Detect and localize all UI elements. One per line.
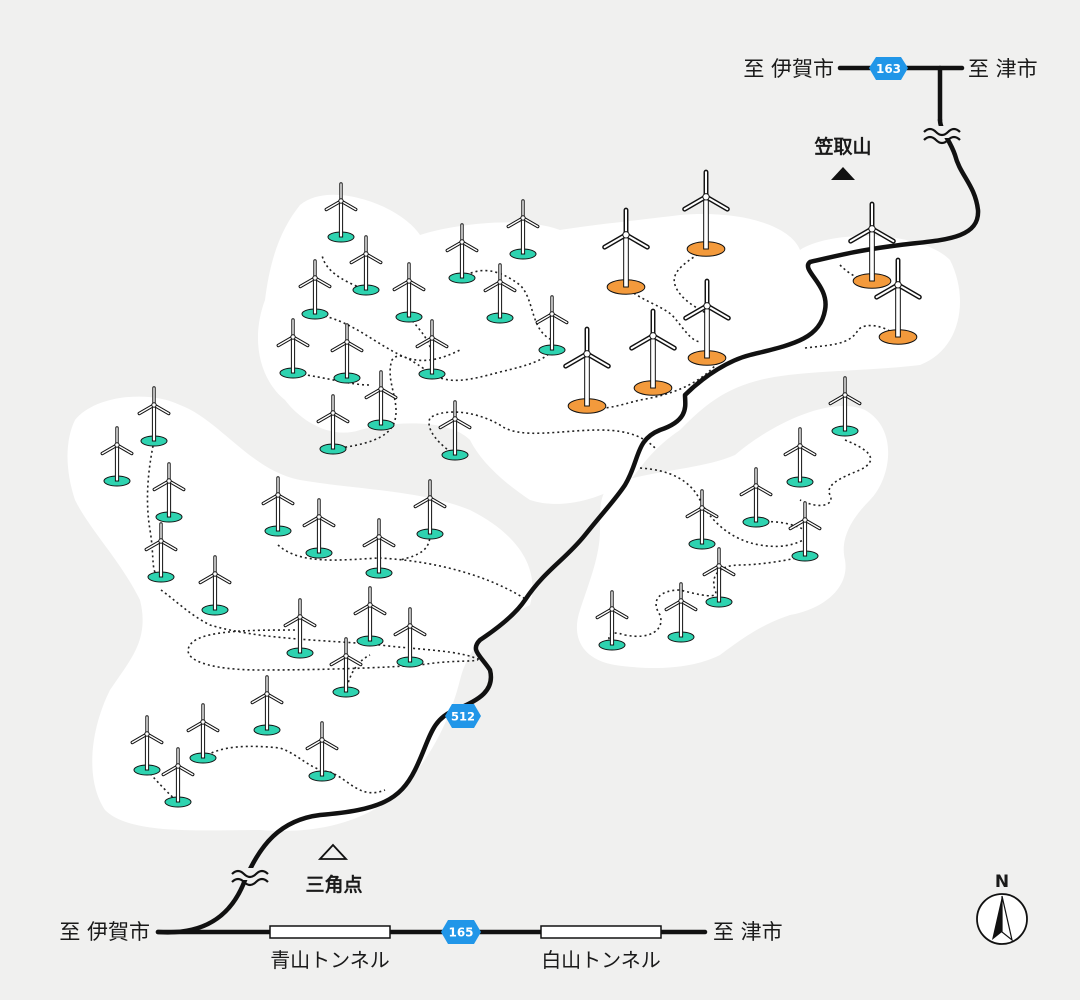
mountain-label: 笠取山 bbox=[813, 135, 871, 158]
route-shield-163: 163 bbox=[869, 57, 908, 80]
wind-turbine-icon bbox=[535, 295, 569, 356]
wind-turbine-icon bbox=[144, 522, 178, 583]
wind-turbine-icon bbox=[305, 721, 339, 782]
large-wind-turbine-icon bbox=[874, 257, 922, 345]
access-path bbox=[146, 440, 162, 578]
access-path bbox=[277, 544, 528, 601]
wind-turbine-icon bbox=[161, 747, 195, 808]
outline-triangle-icon bbox=[317, 843, 349, 860]
large-wind-turbine-icon bbox=[602, 207, 650, 295]
road-break-icon bbox=[231, 868, 270, 887]
wind-turbine-icon bbox=[664, 582, 698, 643]
access-path bbox=[160, 589, 481, 661]
wind-turbine-icon bbox=[329, 637, 363, 698]
wind-turbine-icon bbox=[393, 607, 427, 668]
wind-turbine-icon bbox=[788, 501, 822, 562]
wind-turbine-icon bbox=[324, 182, 358, 243]
wind-turbine-icon bbox=[445, 223, 479, 284]
wind-turbine-icon bbox=[316, 394, 350, 455]
wind-turbine-icon bbox=[783, 427, 817, 488]
wind-turbine-icon bbox=[330, 323, 364, 384]
wind-turbine-icon bbox=[364, 370, 398, 431]
route-number-512: 512 bbox=[451, 710, 475, 724]
route-number-163: 163 bbox=[876, 62, 901, 76]
wind-turbine-icon bbox=[198, 555, 232, 616]
top-left-destination: 至 伊賀市 bbox=[743, 57, 834, 81]
wind-turbine-icon bbox=[413, 479, 447, 540]
top-right-destination: 至 津市 bbox=[968, 57, 1038, 81]
wind-farm-zone bbox=[576, 406, 889, 668]
access-path bbox=[804, 324, 899, 349]
wind-turbine-icon bbox=[349, 235, 383, 296]
bottom-right-destination: 至 津市 bbox=[713, 920, 783, 944]
wind-turbine-icon bbox=[828, 376, 862, 437]
access-path bbox=[202, 745, 386, 794]
route-shield-165: 165 bbox=[441, 920, 481, 944]
wind-turbine-icon bbox=[353, 586, 387, 647]
wind-turbine-icon bbox=[685, 489, 719, 550]
wind-turbine-icon bbox=[415, 319, 449, 380]
tunnel-hakusan bbox=[540, 925, 662, 939]
wind-turbine-icon bbox=[438, 400, 472, 461]
wind-turbine-icon bbox=[392, 262, 426, 323]
large-wind-turbine-icon bbox=[683, 278, 731, 366]
wind-turbine-icon bbox=[130, 715, 164, 776]
access-path bbox=[608, 555, 806, 646]
wind-turbine-icon bbox=[506, 199, 540, 260]
access-path bbox=[625, 286, 701, 343]
access-path bbox=[431, 349, 553, 382]
wind-turbine-icon bbox=[261, 476, 295, 537]
wind-turbine-icon bbox=[276, 318, 310, 379]
wind-turbine-icon bbox=[137, 386, 171, 447]
large-wind-turbine-icon bbox=[629, 308, 677, 396]
wind-farm-zone bbox=[257, 194, 961, 504]
compass-north-icon: N bbox=[976, 872, 1028, 945]
road-break-icon bbox=[922, 126, 961, 145]
turbine-layer bbox=[100, 169, 922, 808]
wind-turbine-icon bbox=[595, 590, 629, 651]
wind-turbine-icon bbox=[250, 675, 284, 736]
large-wind-turbine-icon bbox=[682, 169, 730, 257]
tunnel-right-label: 白山トンネル bbox=[541, 948, 661, 972]
filled-triangle-icon bbox=[831, 167, 855, 180]
main-road bbox=[155, 117, 981, 935]
route-shield-512: 512 bbox=[445, 704, 481, 728]
triangulation-point-label: 三角点 bbox=[305, 873, 362, 896]
wind-turbine-icon bbox=[302, 498, 336, 559]
wind-turbine-icon bbox=[483, 263, 517, 324]
tunnel-left-label: 青山トンネル bbox=[270, 948, 390, 972]
wind-turbine-icon bbox=[100, 426, 134, 487]
access-path bbox=[428, 411, 656, 456]
wind-turbine-icon bbox=[152, 462, 186, 523]
wind-turbine-icon bbox=[298, 259, 332, 320]
wind-turbine-icon bbox=[739, 467, 773, 528]
wind-turbine-icon bbox=[283, 598, 317, 659]
access-path bbox=[799, 439, 872, 507]
large-wind-turbine-icon bbox=[848, 201, 896, 289]
wind-turbine-icon bbox=[186, 703, 220, 764]
bottom-left-destination: 至 伊賀市 bbox=[59, 920, 150, 944]
tunnel-aoyama bbox=[269, 925, 391, 939]
route-number-165: 165 bbox=[448, 926, 473, 940]
wind-turbine-icon bbox=[362, 518, 396, 579]
north-label: N bbox=[995, 872, 1009, 892]
large-wind-turbine-icon bbox=[563, 326, 611, 414]
access-path bbox=[339, 355, 433, 449]
wind-farm-zones bbox=[67, 194, 961, 831]
wind-turbine-icon bbox=[702, 547, 736, 608]
